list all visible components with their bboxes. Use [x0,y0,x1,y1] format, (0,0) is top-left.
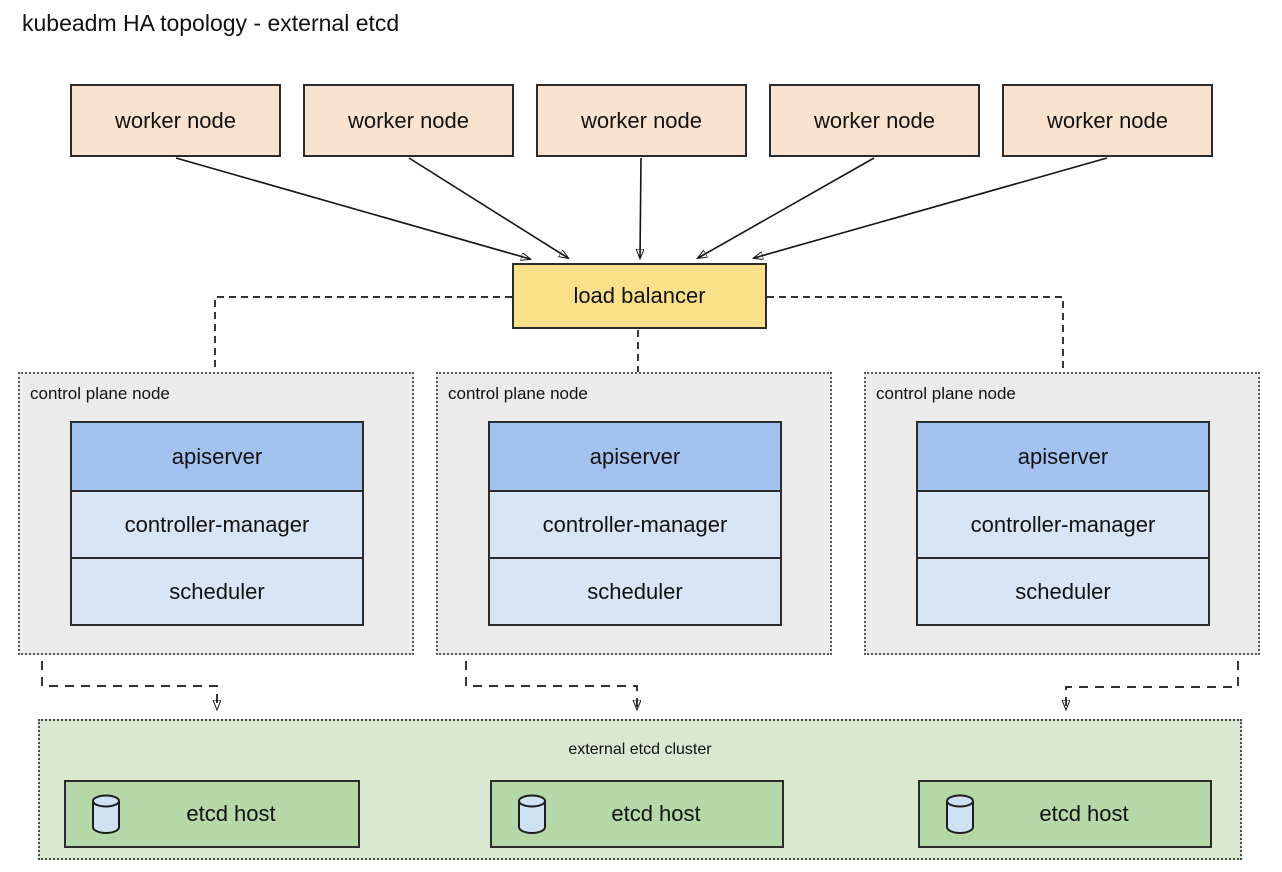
etcd-host-label: etcd host [186,801,276,826]
control-plane-stack: apiserver controller-manager scheduler [70,421,364,626]
controller-manager-label: controller-manager [124,511,310,537]
worker-node-label: worker node [1046,107,1169,133]
etcd-host-1: etcd host [64,780,360,848]
scheduler-box: scheduler [918,557,1208,624]
etcd-host-3: etcd host [918,780,1212,848]
worker-node-1: worker node [70,84,281,157]
diagram-title: kubeadm HA topology - external etcd [22,10,400,36]
arrow-worker2-to-lb [408,157,568,258]
load-balancer: load balancer [512,263,767,329]
control-plane-node-label: control plane node [30,384,170,403]
control-plane-stack: apiserver controller-manager scheduler [916,421,1210,626]
control-plane-stack: apiserver controller-manager scheduler [488,421,782,626]
worker-node-label: worker node [813,107,936,133]
etcd-host-2: etcd host [490,780,784,848]
arrow-worker1-to-lb [175,157,530,259]
controller-manager-box: controller-manager [72,490,362,557]
control-plane-node-label: control plane node [448,384,588,403]
database-cylinder-icon [946,794,974,834]
database-cylinder-icon [518,794,546,834]
arrow-worker5-to-lb [754,157,1108,258]
etcd-cluster-label: external etcd cluster [568,741,712,758]
apiserver-box: apiserver [918,423,1208,490]
apiserver-box: apiserver [72,423,362,490]
arrow-worker4-to-lb [698,157,875,258]
database-cylinder-icon [92,794,120,834]
worker-node-3: worker node [536,84,747,157]
worker-node-2: worker node [303,84,514,157]
apiserver-label: apiserver [1017,443,1109,469]
controller-manager-label: controller-manager [542,511,728,537]
apiserver-label: apiserver [589,443,681,469]
scheduler-box: scheduler [72,557,362,624]
arrow-worker3-to-lb [640,157,641,258]
etcd-host-label: etcd host [1039,801,1129,826]
scheduler-label: scheduler [169,578,265,604]
worker-node-5: worker node [1002,84,1213,157]
control-plane-node-1: control plane node apiserver controller-… [18,372,414,655]
scheduler-label: scheduler [587,578,683,604]
control-plane-node-label: control plane node [876,384,1016,403]
worker-node-label: worker node [580,107,703,133]
worker-node-label: worker node [347,107,470,133]
apiserver-label: apiserver [171,443,263,469]
scheduler-box: scheduler [490,557,780,624]
controller-manager-box: controller-manager [490,490,780,557]
load-balancer-label: load balancer [573,283,706,308]
worker-node-label: worker node [114,107,237,133]
control-plane-node-3: control plane node apiserver controller-… [864,372,1260,655]
scheduler-label: scheduler [1015,578,1111,604]
worker-node-4: worker node [769,84,980,157]
apiserver-box: apiserver [490,423,780,490]
controller-manager-label: controller-manager [970,511,1156,537]
controller-manager-box: controller-manager [918,490,1208,557]
etcd-host-label: etcd host [611,801,701,826]
control-plane-node-2: control plane node apiserver controller-… [436,372,832,655]
